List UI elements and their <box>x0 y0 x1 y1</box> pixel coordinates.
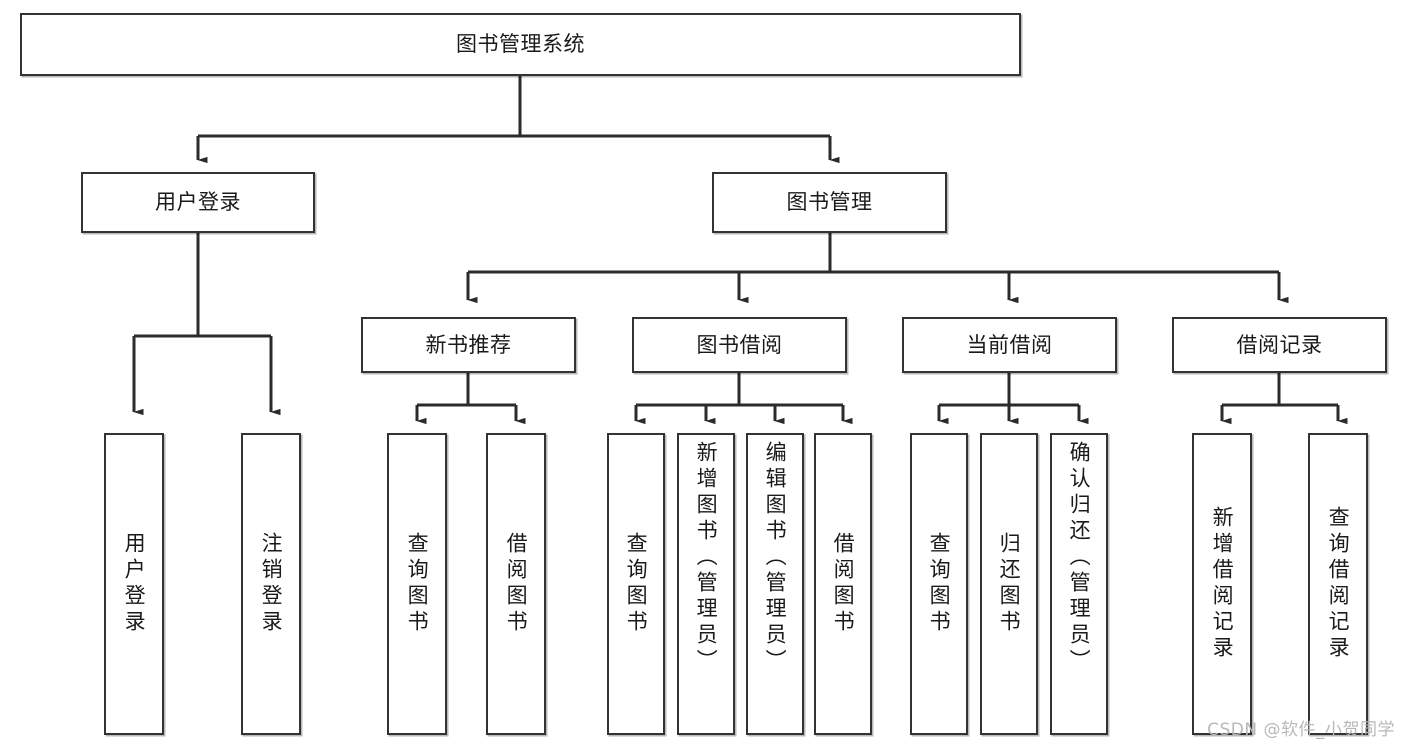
leaf-logout-login[interactable]: 注销登录 <box>241 433 301 735</box>
node-borrow-record-label: 借阅记录 <box>1236 332 1323 357</box>
node-root[interactable]: 图书管理系统 <box>20 13 1021 76</box>
leaf-add-book-admin-label: 新增图书（管理员） <box>694 441 719 675</box>
node-root-label: 图书管理系统 <box>456 32 585 57</box>
leaf-user-login-label: 用户登录 <box>122 532 147 636</box>
node-user-login-label: 用户登录 <box>155 190 241 215</box>
leaf-edit-book-admin-label: 编辑图书（管理员） <box>763 441 788 675</box>
leaf-query-book-2[interactable]: 查询图书 <box>607 433 665 735</box>
leaf-user-login[interactable]: 用户登录 <box>104 433 164 735</box>
leaf-confirm-return-admin[interactable]: 确认归还（管理员） <box>1050 433 1108 735</box>
leaf-confirm-return-admin-label: 确认归还（管理员） <box>1067 441 1092 675</box>
leaf-return-book-label: 归还图书 <box>997 532 1022 636</box>
node-current-borrow[interactable]: 当前借阅 <box>902 317 1117 373</box>
node-current-borrow-label: 当前借阅 <box>966 332 1053 357</box>
node-book-manage-label: 图书管理 <box>786 190 873 215</box>
csdn-watermark: CSDN @软件_小贺同学 <box>1207 720 1395 740</box>
leaf-borrow-book-2[interactable]: 借阅图书 <box>814 433 872 735</box>
leaf-query-borrow-record[interactable]: 查询借阅记录 <box>1308 433 1368 735</box>
leaf-query-book-2-label: 查询图书 <box>624 532 649 636</box>
node-new-book-recommend-label: 新书推荐 <box>425 332 512 357</box>
leaf-query-book-1[interactable]: 查询图书 <box>387 433 447 735</box>
leaf-add-borrow-record[interactable]: 新增借阅记录 <box>1192 433 1252 735</box>
node-book-manage[interactable]: 图书管理 <box>712 172 947 233</box>
leaf-query-book-3[interactable]: 查询图书 <box>910 433 968 735</box>
node-new-book-recommend[interactable]: 新书推荐 <box>361 317 576 373</box>
leaf-query-book-1-label: 查询图书 <box>405 532 430 636</box>
node-user-login[interactable]: 用户登录 <box>81 172 315 233</box>
leaf-add-borrow-record-label: 新增借阅记录 <box>1210 506 1235 662</box>
leaf-logout-login-label: 注销登录 <box>259 532 284 636</box>
leaf-borrow-book-1-label: 借阅图书 <box>504 532 529 636</box>
node-book-borrow-label: 图书借阅 <box>696 332 783 357</box>
leaf-borrow-book-1[interactable]: 借阅图书 <box>486 433 546 735</box>
node-book-borrow[interactable]: 图书借阅 <box>632 317 847 373</box>
node-borrow-record[interactable]: 借阅记录 <box>1172 317 1387 373</box>
leaf-query-borrow-record-label: 查询借阅记录 <box>1326 506 1351 662</box>
leaf-add-book-admin[interactable]: 新增图书（管理员） <box>677 433 735 735</box>
leaf-edit-book-admin[interactable]: 编辑图书（管理员） <box>746 433 804 735</box>
leaf-return-book[interactable]: 归还图书 <box>980 433 1038 735</box>
leaf-query-book-3-label: 查询图书 <box>927 532 952 636</box>
leaf-borrow-book-2-label: 借阅图书 <box>831 532 856 636</box>
